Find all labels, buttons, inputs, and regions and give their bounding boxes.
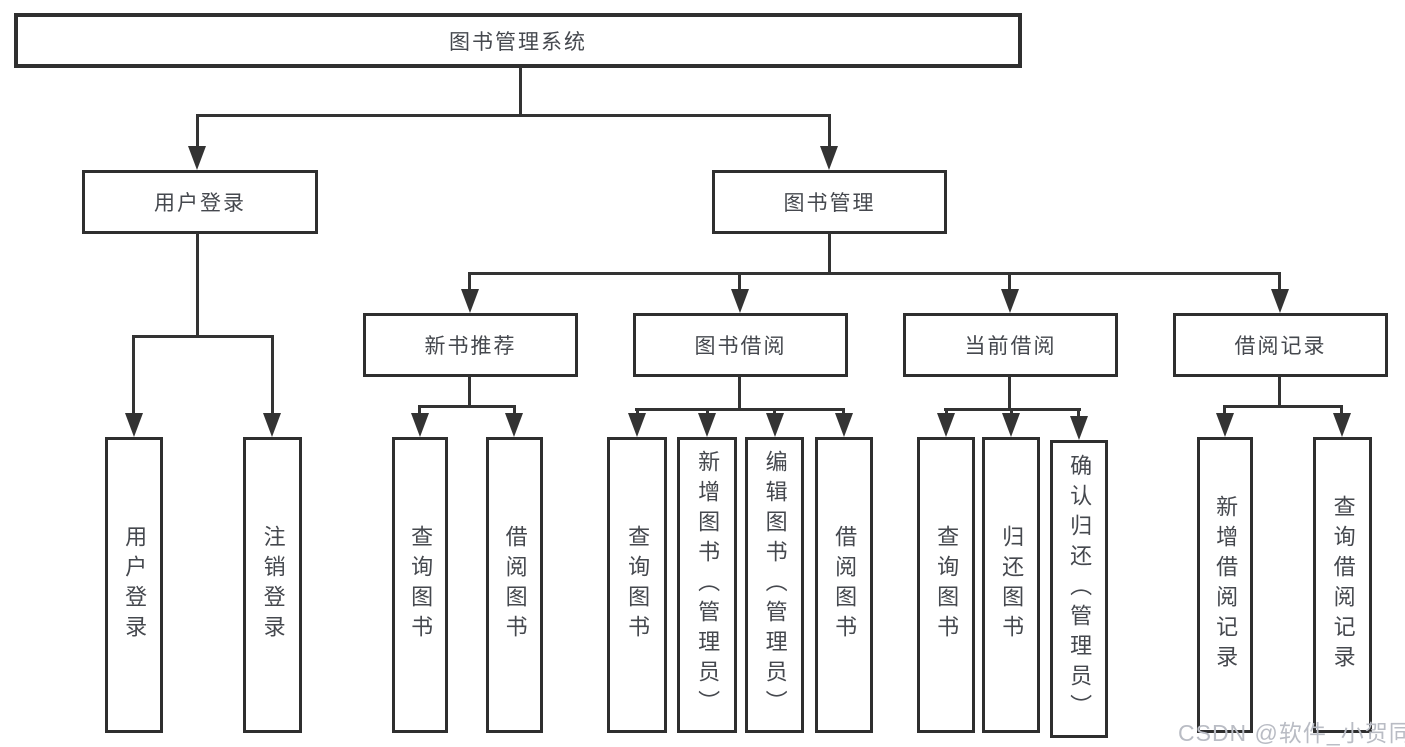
arrowhead: [628, 413, 646, 437]
leaf-logout: 注销登录: [243, 437, 302, 733]
connector-drop: [945, 408, 948, 416]
leaf-query-books-borrow-label: 查询图书: [625, 525, 651, 645]
leaf-add-borrow-record-label: 新增借阅记录: [1213, 495, 1239, 675]
connector-drop-leaf-logout: [271, 335, 274, 415]
node-current-borrow: 当前借阅: [903, 313, 1118, 377]
csdn-watermark: CSDN @软件_小贺同学: [1178, 720, 1405, 746]
arrowhead-book-borrow: [731, 289, 749, 313]
connector-drop-user-login: [196, 114, 199, 148]
node-book-management-label: 图书管理: [783, 192, 876, 215]
leaf-query-books-borrow: 查询图书: [607, 437, 667, 733]
connector-drop: [513, 405, 516, 415]
node-library-management-system-label: 图书管理系统: [449, 30, 587, 54]
leaf-query-books-recommend-label: 查询图书: [408, 525, 434, 645]
leaf-query-books-current: 查询图书: [917, 437, 975, 733]
leaf-return-books: 归还图书: [982, 437, 1040, 733]
connector-book-borrow-trunk: [738, 376, 741, 411]
node-book-management: 图书管理: [712, 170, 947, 234]
connector-book-management-trunk: [828, 233, 831, 274]
connector-new-book-trunk: [468, 376, 471, 407]
node-borrow-records-label: 借阅记录: [1234, 335, 1327, 358]
leaf-query-borrow-record: 查询借阅记录: [1313, 437, 1372, 733]
node-new-book-recommend: 新书推荐: [363, 313, 578, 377]
arrowhead-user-login: [188, 146, 206, 170]
connector-borrow-records-trunk: [1278, 376, 1281, 407]
arrowhead-leaf-logout: [263, 413, 281, 437]
leaf-add-borrow-record: 新增借阅记录: [1197, 437, 1253, 733]
connector-drop: [418, 405, 421, 415]
arrowhead-new-book: [461, 289, 479, 313]
leaf-borrow-books-recommend-label: 借阅图书: [502, 525, 528, 645]
leaf-return-books-label: 归还图书: [999, 525, 1025, 645]
connector-level1-bar: [196, 114, 831, 117]
arrowhead: [937, 413, 955, 437]
leaf-add-book-admin: 新增图书（管理员）: [677, 437, 737, 733]
leaf-query-borrow-record-label: 查询借阅记录: [1330, 495, 1356, 675]
leaf-confirm-return-admin: 确认归还（管理员）: [1050, 440, 1108, 738]
leaf-add-book-admin-label: 新增图书（管理员）: [695, 450, 721, 720]
connector-new-book-bar: [418, 405, 516, 408]
arrowhead: [1070, 416, 1088, 440]
arrowhead-borrow-records: [1271, 289, 1289, 313]
connector-drop: [1010, 408, 1013, 416]
arrowhead: [1216, 413, 1234, 437]
node-new-book-recommend-label: 新书推荐: [424, 335, 517, 358]
connector-current-borrow-trunk: [1008, 376, 1011, 411]
arrowhead: [698, 413, 716, 437]
leaf-borrow-books-recommend: 借阅图书: [486, 437, 543, 733]
leaf-user-login-label: 用户登录: [122, 525, 148, 645]
node-library-management-system: 图书管理系统: [14, 13, 1022, 68]
node-user-login-label: 用户登录: [154, 192, 246, 215]
arrowhead-current-borrow: [1001, 289, 1019, 313]
connector-level3-bar: [469, 272, 1281, 275]
leaf-user-login: 用户登录: [105, 437, 163, 733]
connector-drop-new-book: [468, 272, 471, 291]
connector-book-borrow-bar: [635, 408, 845, 411]
connector-drop-leaf-login: [132, 335, 135, 415]
connector-borrow-records-bar: [1223, 405, 1343, 408]
node-borrow-records: 借阅记录: [1173, 313, 1388, 377]
connector-drop: [773, 408, 776, 416]
connector-drop: [1340, 405, 1343, 415]
connector-drop-current-borrow: [1008, 272, 1011, 291]
connector-user-login-trunk: [196, 233, 199, 337]
leaf-edit-book-admin-label: 编辑图书（管理员）: [762, 450, 788, 720]
leaf-edit-book-admin: 编辑图书（管理员）: [745, 437, 804, 733]
arrowhead: [505, 413, 523, 437]
leaf-borrow-books-label: 借阅图书: [832, 525, 858, 645]
node-book-borrow: 图书借阅: [633, 313, 848, 377]
node-book-borrow-label: 图书借阅: [694, 335, 787, 358]
connector-drop: [1077, 408, 1080, 418]
arrowhead: [1333, 413, 1351, 437]
connector-user-login-bar: [132, 335, 274, 338]
leaf-logout-label: 注销登录: [260, 525, 286, 645]
connector-drop-book-borrow: [738, 272, 741, 291]
connector-root-trunk: [519, 67, 522, 115]
node-current-borrow-label: 当前借阅: [964, 335, 1057, 358]
connector-drop: [706, 408, 709, 416]
connector-drop-borrow-records: [1278, 272, 1281, 291]
node-user-login: 用户登录: [82, 170, 318, 234]
leaf-borrow-books: 借阅图书: [815, 437, 873, 733]
leaf-confirm-return-admin-label: 确认归还（管理员）: [1067, 454, 1093, 724]
connector-drop-book-management: [828, 114, 831, 148]
connector-drop: [636, 408, 639, 416]
arrowhead-book-management: [820, 146, 838, 170]
arrowhead-leaf-login: [125, 413, 143, 437]
arrowhead: [411, 413, 429, 437]
connector-drop: [1223, 405, 1226, 415]
leaf-query-books-recommend: 查询图书: [392, 437, 448, 733]
arrowhead: [1002, 413, 1020, 437]
connector-drop: [842, 408, 845, 416]
arrowhead: [766, 413, 784, 437]
leaf-query-books-current-label: 查询图书: [934, 525, 960, 645]
arrowhead: [835, 413, 853, 437]
